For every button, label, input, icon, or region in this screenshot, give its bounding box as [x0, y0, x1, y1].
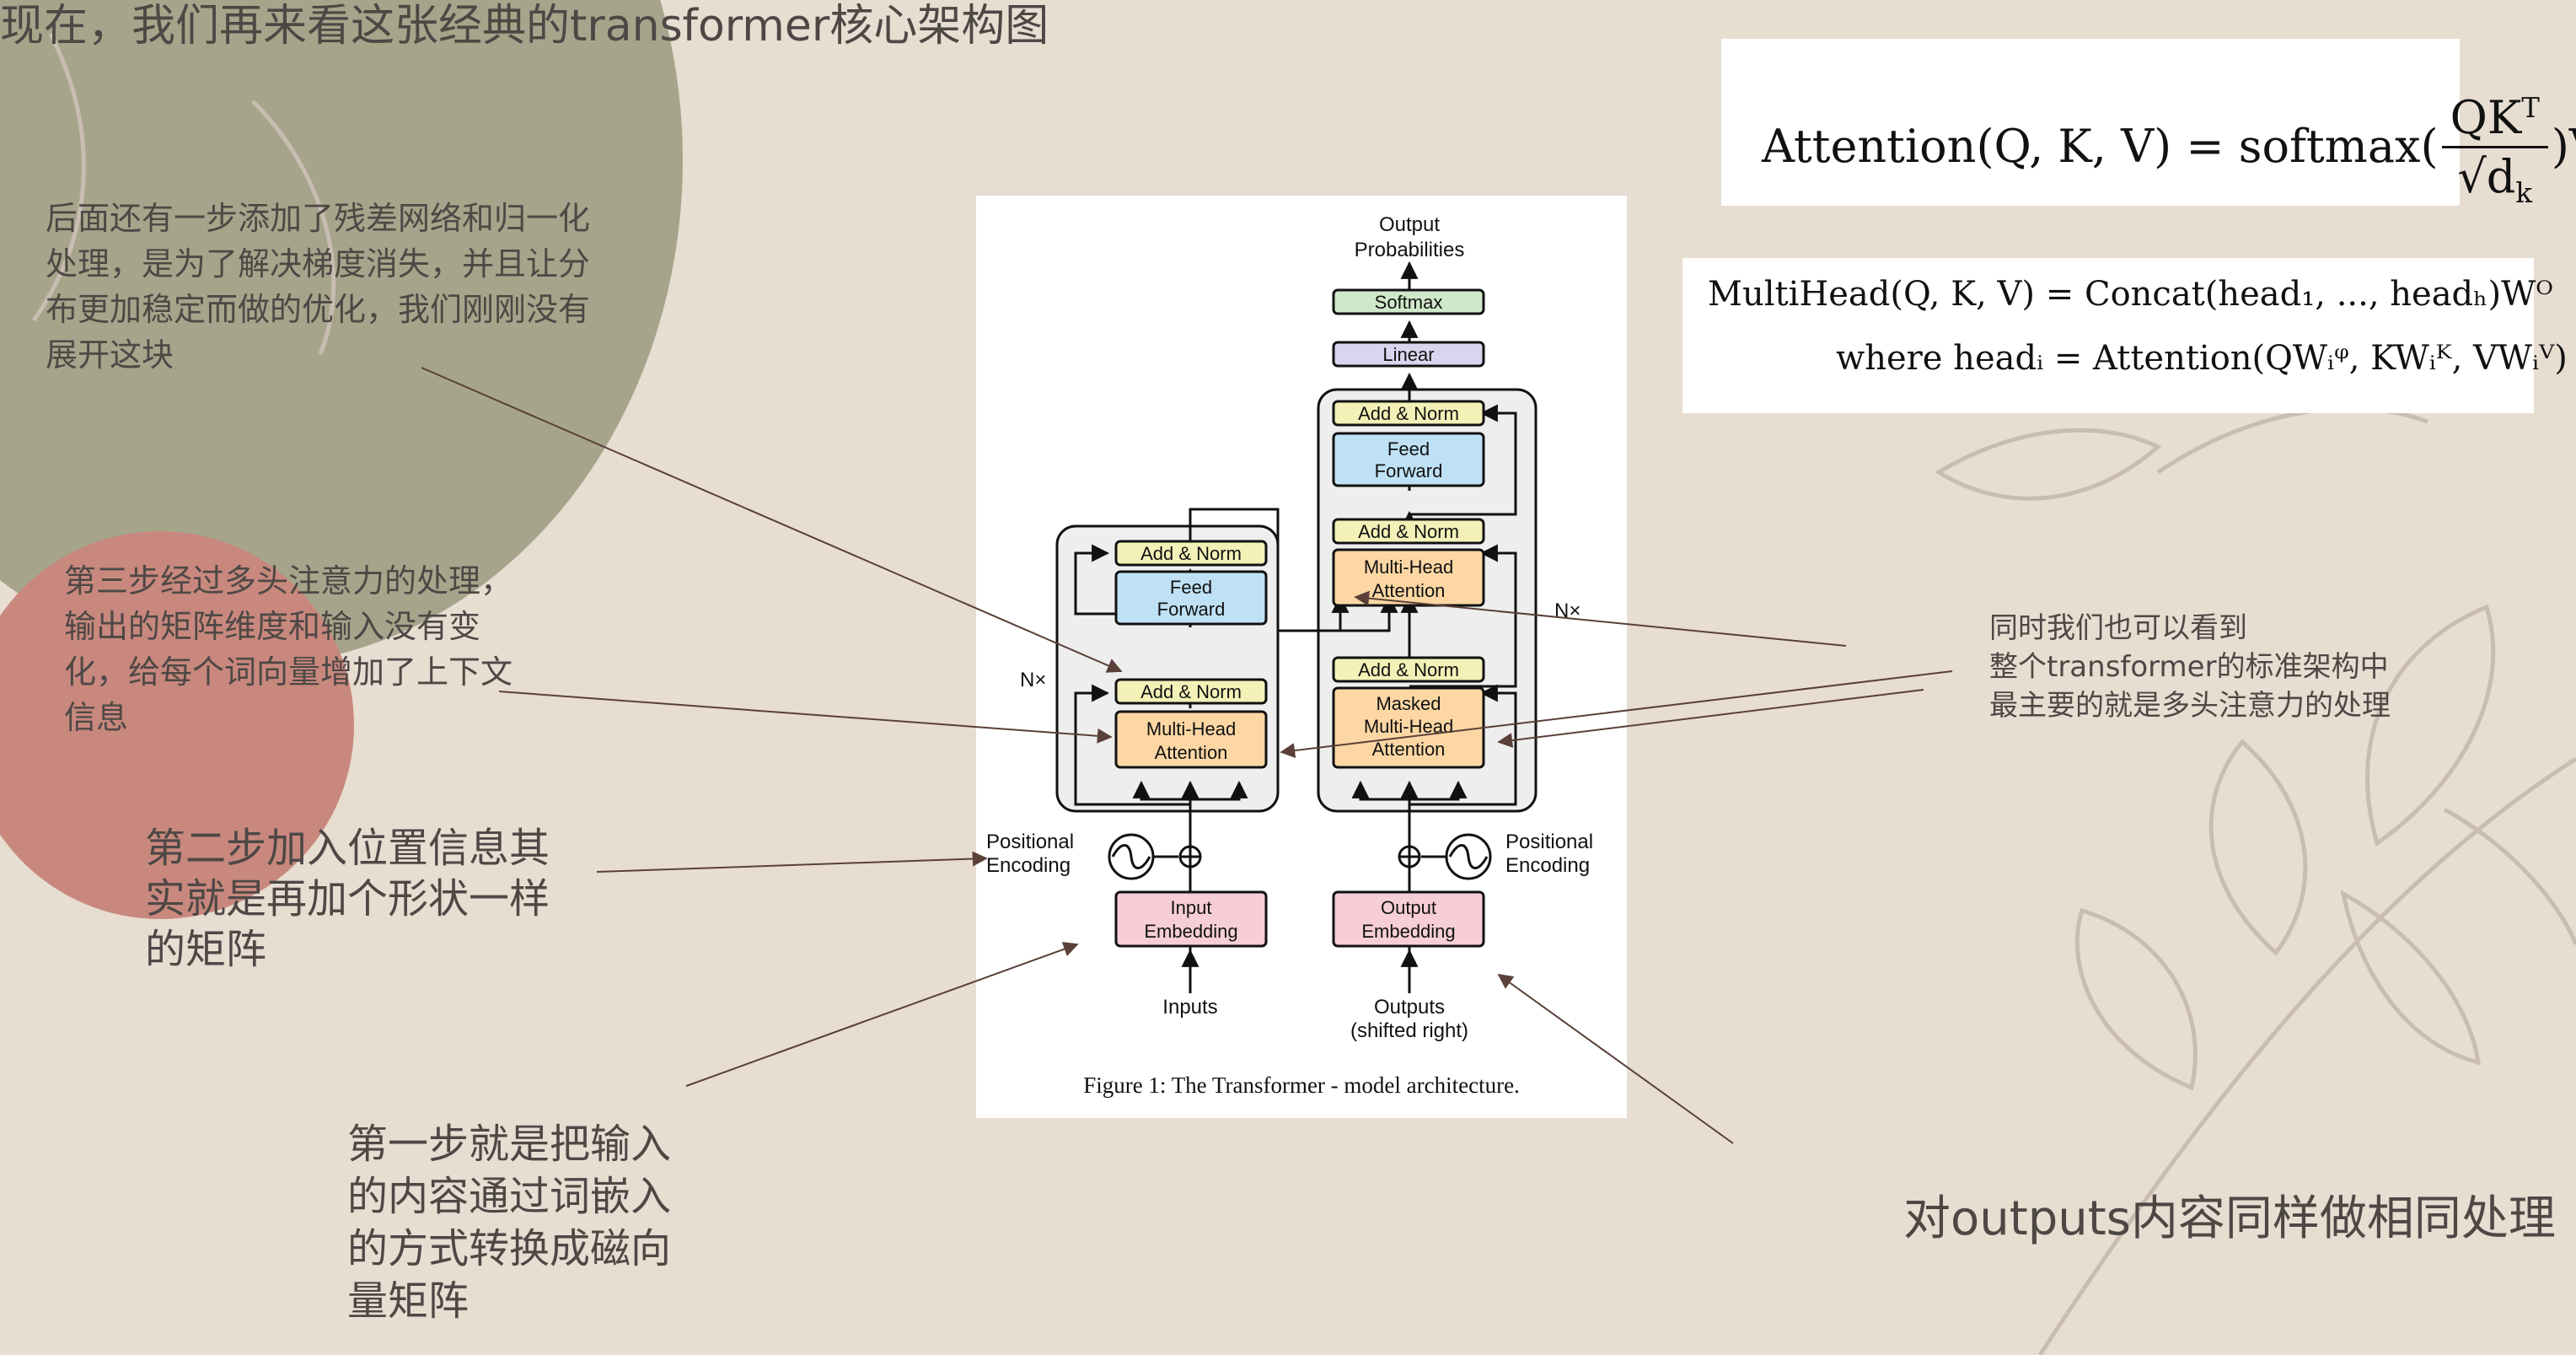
decoder-mha-label-1: Multi-Head — [1364, 557, 1453, 578]
encoder-positional-label-2: Encoding — [986, 854, 1071, 877]
encoder-feed-forward: Feed Forward — [1114, 570, 1268, 626]
note-multihead-line-2: 整个transformer的标准架构中 — [1989, 650, 2389, 684]
encoder-nx-label: N× — [1020, 669, 1046, 691]
decoder-add-norm-middle: Add & Norm — [1332, 518, 1485, 545]
decoder-feed-forward: Feed Forward — [1332, 432, 1485, 487]
masked-mha-label-3: Attention — [1372, 739, 1446, 760]
decoder-add-norm-top-label: Add & Norm — [1358, 403, 1459, 424]
note-multihead-attention-step: 第三步经过多头注意力的处理，输出的矩阵维度和输入没有变化，给每个词向量增加了上下… — [64, 562, 513, 736]
input-embedding-label-2: Embedding — [1144, 921, 1237, 942]
note-outputs-processing: 对outputs内容同样做相同处理 — [1903, 1191, 2556, 1246]
encoder-add-norm-bottom-label: Add & Norm — [1140, 681, 1242, 702]
input-embedding-label-1: Input — [1171, 897, 1212, 918]
decoder-add-norm-bottom: Add & Norm — [1332, 656, 1485, 683]
decoder-feed-forward-label-2: Forward — [1375, 460, 1443, 481]
note-multihead-line-1: 同时我们也可以看到 — [1989, 611, 2247, 645]
multihead-formula-line-2: where headᵢ = Attention(QWᵢᵠ, KWᵢᴷ, VWᵢⱽ… — [1836, 339, 2568, 378]
outputs-label-2: (shifted right) — [1350, 1019, 1468, 1042]
attention-formula-numerator: QK — [2450, 91, 2522, 144]
encoder-add-norm-bottom: Add & Norm — [1114, 678, 1268, 705]
decoder-mha-label-2: Attention — [1372, 580, 1446, 601]
input-embedding: Input Embedding — [1114, 890, 1268, 948]
output-probabilities-label-2: Probabilities — [1355, 239, 1465, 261]
decoder-positional-label-2: Encoding — [1505, 854, 1590, 877]
attention-formula-lhs: Attention(Q, K, V) = softmax( — [1762, 119, 2439, 173]
masked-mha-label-2: Multi-Head — [1364, 716, 1453, 737]
red-circle-decoration — [0, 531, 354, 919]
decoder-add-norm-middle-label: Add & Norm — [1358, 521, 1459, 542]
decoder-add-norm-top: Add & Norm — [1332, 400, 1485, 427]
note-multihead-importance: 同时我们也可以看到 整个transformer的标准架构中 最主要的就是多头注意… — [1989, 609, 2495, 725]
output-probabilities-label-1: Output — [1379, 213, 1440, 236]
softmax-label: Softmax — [1375, 292, 1443, 313]
encoder-multi-head-attention: Multi-Head Attention — [1114, 710, 1268, 769]
slide-title: 现在，我们再来看这张经典的transformer核心架构图 — [0, 1, 1049, 51]
masked-mha-label-1: Masked — [1376, 693, 1441, 714]
encoder-mha-label-2: Attention — [1155, 742, 1228, 763]
output-embedding-label-1: Output — [1381, 897, 1436, 918]
decoder-feed-forward-label-1: Feed — [1387, 438, 1430, 460]
output-embedding: Output Embedding — [1332, 890, 1485, 948]
linear-label: Linear — [1382, 344, 1434, 365]
encoder-mha-label-1: Multi-Head — [1146, 718, 1236, 739]
attention-formula-denominator-sub: k — [2515, 176, 2532, 209]
attention-formula-fraction: QKT√dk — [2441, 91, 2548, 209]
inputs-label: Inputs — [1162, 996, 1217, 1019]
encoder-feed-forward-label-2: Forward — [1157, 599, 1226, 620]
note-multihead-line-3: 最主要的就是多头注意力的处理 — [1989, 689, 2391, 723]
decoder-linear: Linear — [1332, 341, 1485, 368]
decoder-positional-label-1: Positional — [1505, 831, 1593, 853]
figure-caption: Figure 1: The Transformer - model archit… — [1083, 1073, 1520, 1098]
note-residual-normalization: 后面还有一步添加了残差网络和归一化处理，是为了解决梯度消失，并且让分布更加稳定而… — [46, 200, 591, 374]
output-embedding-label-2: Embedding — [1361, 921, 1455, 942]
decoder-positional-encoding — [1398, 833, 1492, 880]
encoder-add-norm-top: Add & Norm — [1114, 540, 1268, 567]
multihead-formula: MultiHead(Q, K, V) = Concat(head₁, ..., … — [1682, 258, 2568, 413]
encoder-positional-encoding — [1108, 833, 1202, 880]
encoder-positional-label-1: Positional — [986, 831, 1074, 853]
encoder-feed-forward-label-1: Feed — [1170, 577, 1212, 598]
decoder-softmax: Softmax — [1332, 288, 1485, 315]
leaf-outline-decoration — [31, 32, 2576, 1355]
attention-formula: Attention(Q, K, V) = softmax(QKT√dk)V — [1721, 39, 2576, 209]
decoder-add-norm-bottom-label: Add & Norm — [1358, 659, 1459, 680]
note-positional-encoding-step: 第二步加入位置信息其实就是再加个形状一样的矩阵 — [145, 825, 550, 973]
multihead-formula-line-1: MultiHead(Q, K, V) = Concat(head₁, ..., … — [1708, 275, 2553, 314]
decoder-multi-head-attention: Multi-Head Attention — [1332, 548, 1485, 607]
attention-formula-rhs: )V — [2551, 119, 2576, 173]
transformer-architecture-figure: Add & Norm Feed Forward Add & Norm Multi… — [976, 196, 1627, 1118]
attention-formula-numerator-sup: T — [2521, 92, 2540, 124]
decoder-masked-multi-head-attention: Masked Multi-Head Attention — [1332, 686, 1485, 769]
outputs-label-1: Outputs — [1374, 996, 1445, 1019]
decoder-nx-label: N× — [1554, 600, 1580, 622]
encoder-add-norm-top-label: Add & Norm — [1140, 543, 1242, 564]
attention-formula-denominator: √d — [2457, 150, 2516, 203]
note-embedding-step: 第一步就是把输入的内容通过词嵌入的方式转换成磁向量矩阵 — [347, 1121, 672, 1325]
